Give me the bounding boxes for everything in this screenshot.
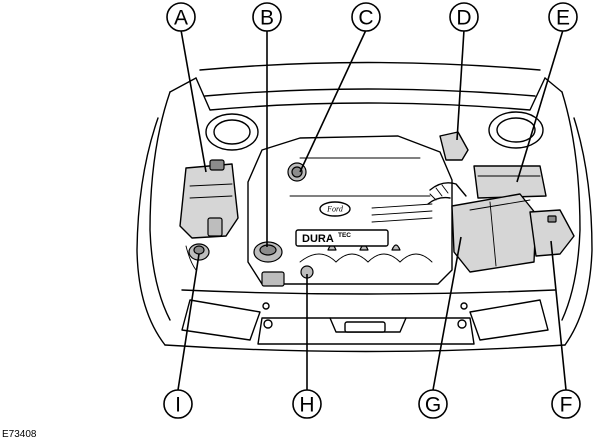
strut-towers	[205, 111, 544, 151]
leader-c	[299, 29, 367, 173]
callout-e-letter: E	[556, 7, 570, 30]
ford-oval-logo: Ford	[319, 201, 351, 217]
callout-i-letter: I	[175, 394, 181, 417]
reservoir-d	[439, 131, 469, 161]
callout-b-letter: B	[260, 7, 274, 30]
duratec-badge: DURA TEC	[295, 229, 389, 247]
leader-i	[177, 253, 200, 391]
leader-e	[516, 29, 564, 183]
reservoir-cap-i	[185, 243, 210, 271]
air-cleaner-housing	[473, 165, 547, 199]
ford-logo-text: Ford	[326, 205, 344, 214]
leader-d	[456, 29, 465, 141]
oil-filler-cap	[253, 241, 283, 263]
coolant-expansion-tank	[179, 159, 239, 239]
badge-main-text: DURA	[302, 233, 334, 245]
callout-d-letter: D	[456, 7, 471, 30]
leader-a	[180, 29, 207, 173]
leader-lines	[177, 29, 567, 391]
battery	[529, 209, 575, 257]
callout-a: A	[166, 2, 196, 32]
fuse-box	[451, 193, 537, 273]
callout-i: I	[163, 389, 193, 419]
callout-b: B	[252, 2, 282, 32]
callout-g-letter: G	[425, 394, 441, 417]
callout-h-letter: H	[299, 394, 314, 417]
callout-e: E	[548, 2, 578, 32]
leader-g	[432, 236, 462, 391]
callout-f-letter: F	[560, 394, 573, 417]
callout-d: D	[449, 2, 479, 32]
intake-hose	[427, 182, 467, 205]
callout-c: C	[351, 2, 381, 32]
figure-code: E73408	[2, 429, 37, 440]
vehicle-body-outline	[136, 61, 593, 353]
callout-g: G	[418, 389, 448, 419]
callout-a-letter: A	[174, 7, 188, 30]
callout-h: H	[292, 389, 322, 419]
leader-f	[550, 240, 567, 391]
callout-f: F	[551, 389, 581, 419]
badge-sup-text: TEC	[338, 232, 351, 239]
callout-c-letter: C	[358, 7, 373, 30]
